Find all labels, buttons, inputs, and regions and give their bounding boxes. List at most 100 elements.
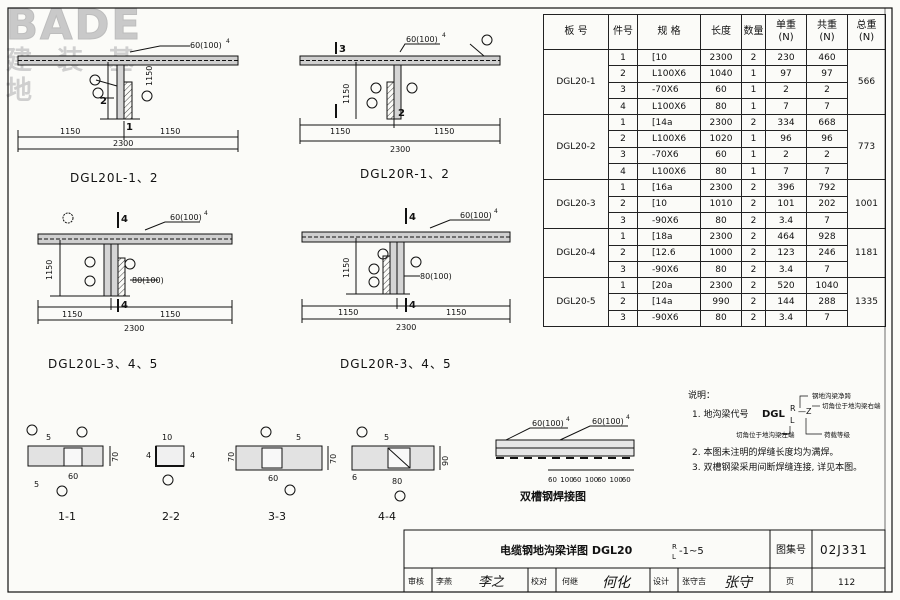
reviewer-signature: 李之: [478, 575, 505, 590]
cell-sum-weight: 288: [806, 293, 848, 311]
header-length: 长度: [700, 14, 742, 50]
cell-sum-weight: 7: [806, 260, 848, 279]
leader-1: [469, 43, 485, 57]
total-weight: 1335: [847, 277, 886, 328]
cell-length: 60: [700, 146, 742, 165]
drawing-label: DGL20R-1、2: [360, 167, 450, 181]
cell-unit-weight: 7: [765, 97, 807, 116]
drawing-dgl20l-3-4-5: [37, 212, 233, 324]
section-label: 3-3: [268, 510, 286, 523]
plate-name: DGL20-2: [543, 114, 609, 181]
cell-length: 1020: [700, 130, 742, 148]
drawing-dgl20r-3-4-5-text: 60(100) 4 80(100) 1150 1150 2300 1150 4 …: [338, 208, 498, 371]
cell-sum-weight: 2: [806, 146, 848, 165]
stiffener: [382, 255, 391, 295]
cell-unit-weight: 396: [765, 179, 807, 197]
section-no: 4: [409, 212, 416, 223]
cell-spec: -90X6: [637, 309, 701, 328]
weld-leader: [144, 221, 200, 231]
dim-right: 1150: [160, 310, 180, 319]
cell-sum-weight: 928: [806, 228, 848, 246]
callout-circle: [84, 275, 96, 287]
weld-detail: [495, 425, 635, 471]
note-1: 1. 地沟梁代号: [692, 408, 748, 420]
section-no-2: 1: [126, 122, 133, 133]
logo-brand: BADE: [6, 0, 143, 49]
cell-spec: [10: [637, 195, 701, 213]
cell-length: 80: [700, 260, 742, 279]
cell-spec: [10: [637, 48, 701, 67]
section-plate: [387, 447, 411, 469]
total-weight: 1001: [847, 179, 886, 230]
cell-spec: [12.6: [637, 244, 701, 262]
note-anno-left: 切角位于地沟梁左端: [736, 430, 795, 439]
total-weight: 566: [847, 48, 886, 116]
drawing-label: DGL20L-3、4、5: [48, 357, 158, 371]
sheet-title-l: L: [672, 553, 676, 561]
dim-b: 10: [162, 433, 172, 442]
cell-unit-weight: 96: [765, 130, 807, 148]
height-dim-text: 1150: [342, 258, 351, 278]
weld-label-2: 60(100): [592, 417, 624, 426]
callout-circle: [284, 484, 296, 496]
callout-circle: [481, 34, 493, 46]
checker-signature: 何化: [602, 575, 632, 591]
logo-subtitle: 建 装 基 地: [6, 46, 143, 106]
cell-part-no: 1: [608, 228, 638, 246]
cell-qty: 2: [741, 309, 766, 328]
callout-circle: [377, 248, 389, 260]
cell-unit-weight: 3.4: [765, 260, 807, 279]
title-block-frame: [403, 529, 886, 593]
weld-dim-value: 100: [560, 476, 573, 484]
callout-circle: [162, 474, 174, 486]
cell-unit-weight: 464: [765, 228, 807, 246]
cell-part-no: 2: [608, 65, 638, 83]
dim-a: 6: [352, 473, 357, 482]
cell-part-no: 1: [608, 179, 638, 197]
title-block: [403, 529, 886, 593]
cell-qty: 2: [741, 260, 766, 279]
section-beam: [235, 445, 323, 471]
cell-qty: 1: [741, 146, 766, 165]
cell-length: 2300: [700, 228, 742, 246]
dim-left: 1150: [62, 310, 82, 319]
callout-circle: [368, 276, 380, 288]
cell-qty: 1: [741, 81, 766, 99]
weld-leader: [399, 43, 440, 53]
web-channel: [110, 243, 119, 297]
note-code-r: R: [790, 404, 796, 413]
cell-spec: L100X6: [637, 163, 701, 181]
dim-total: 2300: [390, 145, 410, 154]
page-no: 112: [838, 578, 855, 588]
header-total-sub: (N): [858, 32, 875, 43]
cell-sum-weight: 97: [806, 65, 848, 83]
header-sum-label: 共重: [817, 20, 837, 31]
section-diagonal: [387, 447, 411, 469]
dim-left: 1150: [338, 308, 358, 317]
plate-name: DGL20-3: [543, 179, 609, 230]
header-spec: 规 格: [637, 14, 701, 50]
section-no: 4: [121, 214, 128, 225]
cell-sum-weight: 7: [806, 163, 848, 181]
section-plate: [261, 447, 283, 469]
stiffener: [386, 81, 395, 120]
notes-title: 说明：: [688, 389, 715, 401]
cell-length: 80: [700, 163, 742, 181]
total-weight: 1181: [847, 228, 886, 279]
double-channel: [495, 439, 635, 457]
designer-name: 张守吉: [682, 576, 706, 586]
dim-d: 90: [441, 456, 450, 466]
weld-dim-value: 60: [622, 476, 631, 484]
section-label: 2-2: [162, 510, 180, 523]
drawing-dgl20l-3-4-5-text: 60(100) 4 80(100) 1150 1150 2300 1150 4 …: [45, 210, 208, 371]
atlas-label: 图集号: [776, 543, 806, 556]
cell-sum-weight: 792: [806, 179, 848, 197]
cell-sum-weight: 460: [806, 48, 848, 67]
weld-label: 60(100): [170, 213, 202, 222]
weld-sub: 4: [442, 32, 446, 39]
dim-b: 60: [268, 474, 278, 483]
header-unit-sub: (N): [778, 32, 794, 43]
reviewer-name: 李燕: [436, 576, 452, 586]
section-label: 4-4: [378, 510, 396, 523]
